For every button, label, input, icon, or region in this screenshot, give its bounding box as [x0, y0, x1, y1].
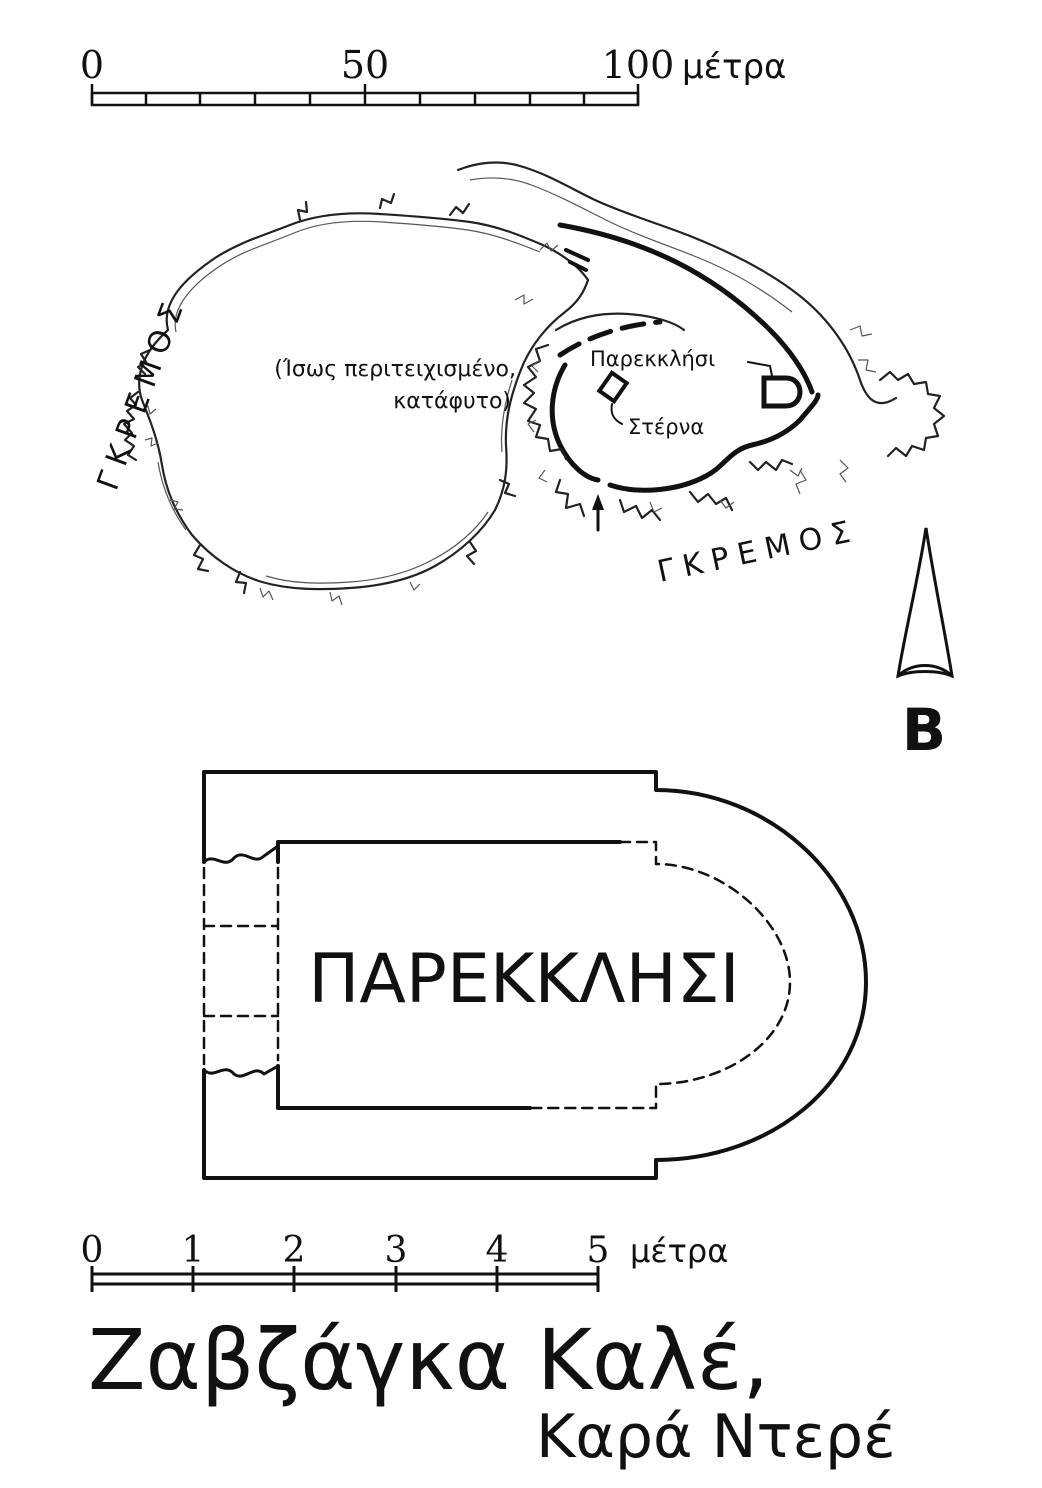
- north-arrow-needle: [896, 527, 954, 679]
- chapel-ruin-south: [202, 1064, 280, 1078]
- chapel-entrance-dashed: [202, 866, 280, 1066]
- map-title: Ζαβζάγκα Καλέ,: [88, 1311, 770, 1409]
- chapel-inner-wall: [276, 840, 622, 1110]
- chapel-marker: [761, 375, 803, 409]
- scale-bottom-unit: μέτρα: [630, 1232, 728, 1270]
- scale-bar-top: 0 50 100 μέτρα: [80, 43, 786, 107]
- scale-bar-bottom: 0 1 2 3 4 5 μέτρα: [81, 1230, 728, 1292]
- scale-bottom-tick-0: 0: [81, 1230, 104, 1271]
- enclosure-note-line1: (Ίσως περιτειχισμένο,: [274, 357, 516, 382]
- chapel-plan: ΠΑΡΕΚΚΛΗΣΙ: [202, 770, 868, 1180]
- north-arrow-label: Β: [902, 696, 946, 764]
- cistern-marker: [596, 370, 630, 404]
- chapel-outer-wall: [202, 770, 868, 1180]
- scale-bottom-tick-3: 3: [385, 1230, 408, 1271]
- west-enclosure-outline: [122, 192, 590, 606]
- site-plan: ΓΚΡΕΜΟΣ ΓΚΡΕΜΟΣ (Ίσως περιτειχισμένο, κα…: [91, 161, 946, 606]
- chapel-map-label: Παρεκκλήσι: [590, 347, 715, 371]
- cliff-label-south: ΓΚΡΕΜΟΣ: [654, 513, 862, 590]
- scale-top-unit: μέτρα: [682, 47, 786, 87]
- north-arrow: Β: [896, 527, 954, 764]
- scale-bottom-tick-4: 4: [486, 1230, 509, 1271]
- scale-bottom-tick-5: 5: [587, 1230, 610, 1271]
- scale-bottom-divisions: [90, 1266, 600, 1292]
- scale-bar-top-divisions: [90, 84, 640, 105]
- scale-top-tick-100: 100: [602, 43, 675, 87]
- chapel-plan-label: ΠΑΡΕΚΚΛΗΣΙ: [308, 940, 739, 1019]
- chapel-apse-dashed: [528, 840, 792, 1110]
- scale-top-tick-0: 0: [80, 43, 104, 87]
- scale-bottom-tick-1: 1: [182, 1230, 205, 1271]
- scale-top-tick-50: 50: [341, 43, 389, 87]
- chapel-leader: [747, 361, 773, 377]
- chapel-ruin-north: [202, 844, 280, 864]
- scale-bottom-tick-2: 2: [283, 1230, 306, 1271]
- cistern-map-label: Στέρνα: [628, 415, 704, 439]
- east-enclosure-outline: [522, 312, 821, 532]
- cistern-leader: [610, 403, 623, 425]
- north-approach-wall: [456, 161, 946, 495]
- north-arrow-base: [896, 664, 954, 678]
- enclosure-note-line2: κατάφυτο): [393, 389, 511, 414]
- entrance-arrow-head: [592, 494, 604, 510]
- map-subtitle: Καρά Ντερέ: [536, 1402, 896, 1472]
- cliff-label-west: ΓΚΡΕΜΟΣ: [91, 290, 194, 495]
